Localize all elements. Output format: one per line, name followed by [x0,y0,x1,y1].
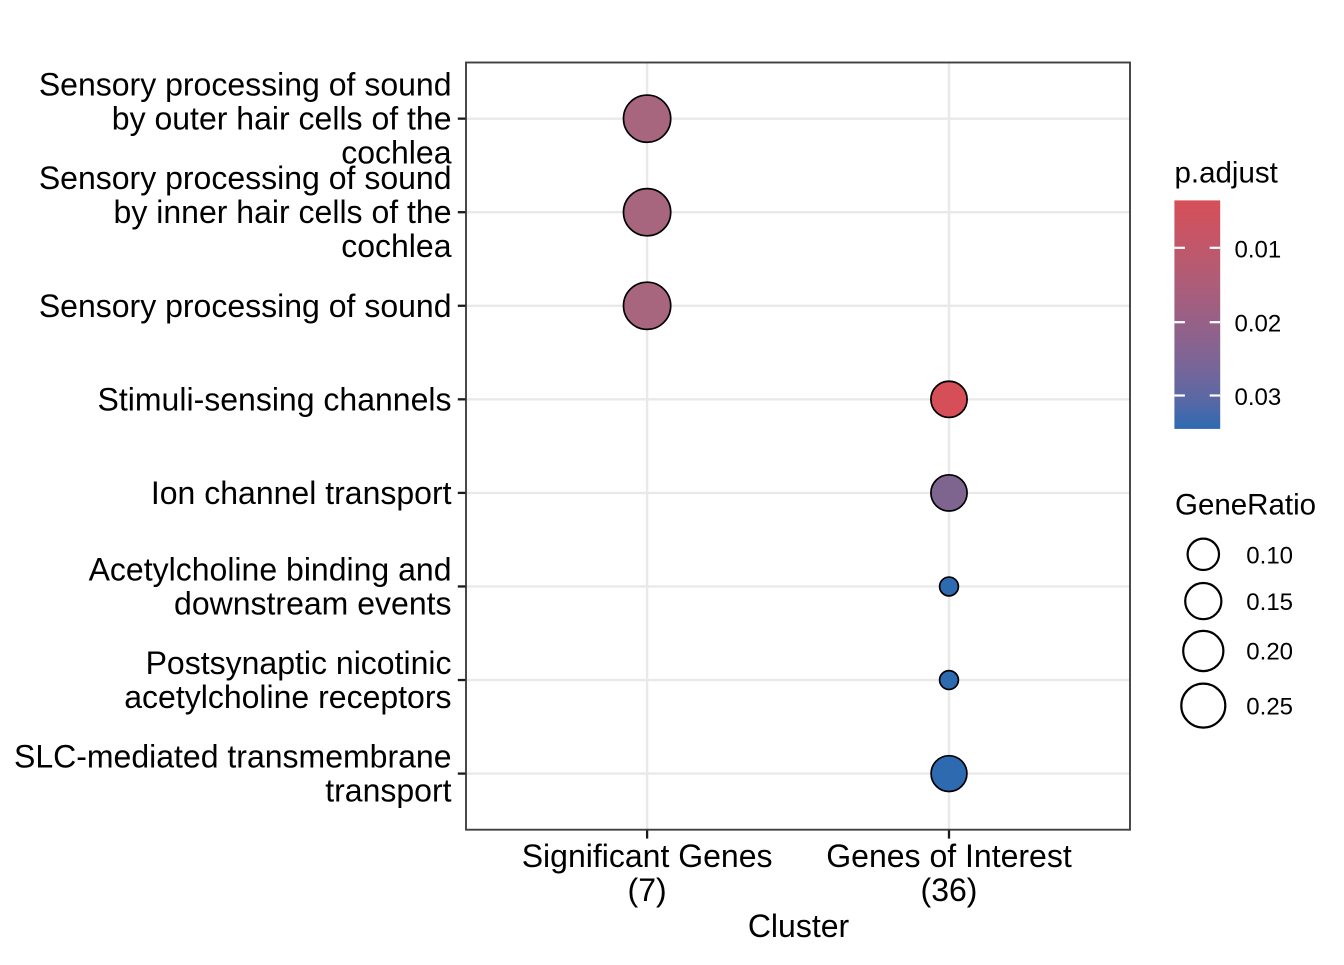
svg-text:GeneRatio: GeneRatio [1175,489,1316,522]
svg-text:acetylcholine receptors: acetylcholine receptors [124,679,451,715]
svg-text:Acetylcholine binding and: Acetylcholine binding and [89,551,452,587]
svg-text:Postsynaptic nicotinic: Postsynaptic nicotinic [146,645,452,681]
svg-text:Stimuli-sensing channels: Stimuli-sensing channels [98,381,452,417]
svg-text:Ion channel transport: Ion channel transport [151,475,452,511]
svg-text:0.25: 0.25 [1246,694,1293,721]
svg-text:p.adjust: p.adjust [1175,156,1278,189]
svg-text:0.10: 0.10 [1246,543,1293,570]
svg-text:(7): (7) [628,872,667,908]
svg-text:0.02: 0.02 [1235,311,1282,338]
svg-text:(36): (36) [921,872,978,908]
svg-text:0.15: 0.15 [1246,589,1293,616]
svg-text:0.01: 0.01 [1235,236,1282,263]
svg-text:by outer hair cells of the: by outer hair cells of the [112,101,452,137]
svg-text:cochlea: cochlea [341,228,452,264]
svg-text:downstream events: downstream events [174,585,451,621]
svg-text:cochlea: cochlea [341,135,452,171]
svg-text:transport: transport [325,773,451,809]
svg-text:0.20: 0.20 [1246,639,1293,666]
svg-text:SLC-mediated transmembrane: SLC-mediated transmembrane [14,739,452,775]
svg-text:Genes of Interest: Genes of Interest [826,838,1072,874]
svg-text:by inner hair cells of the: by inner hair cells of the [114,194,452,230]
svg-text:Sensory processing of sound: Sensory processing of sound [39,160,452,196]
svg-text:Significant Genes: Significant Genes [522,838,773,874]
svg-text:0.03: 0.03 [1235,384,1282,411]
svg-text:Sensory processing of sound: Sensory processing of sound [39,288,452,324]
svg-text:Cluster: Cluster [748,908,850,944]
svg-text:Sensory processing of sound: Sensory processing of sound [39,67,452,103]
